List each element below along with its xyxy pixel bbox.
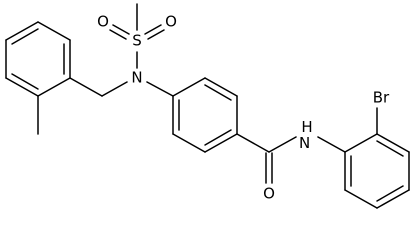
bond — [11, 73, 39, 90]
molecule-diagram: S O O N N H O Br — [5, 3, 410, 209]
bond — [112, 24, 130, 35]
amide-nh-label: N H — [299, 118, 315, 152]
bond — [109, 29, 127, 40]
bond — [204, 84, 232, 101]
atom-labels: S O O N N H O Br — [97, 13, 390, 203]
bond — [204, 77, 238, 97]
bond — [236, 133, 270, 153]
bond — [37, 77, 71, 97]
bond — [376, 185, 404, 202]
amide-h-label: H — [301, 118, 312, 136]
bromine-atom-label: Br — [373, 89, 390, 107]
bond — [344, 189, 378, 209]
amide-n-label: N — [299, 134, 310, 152]
structure-svg: S O O N N H O Br — [5, 3, 410, 209]
bond — [376, 133, 410, 153]
bond — [5, 21, 39, 41]
bond — [5, 77, 39, 97]
bonds — [5, 3, 410, 209]
bond — [317, 136, 346, 153]
bond — [101, 81, 128, 97]
bond — [172, 133, 206, 153]
bond — [146, 81, 174, 97]
bond — [204, 133, 238, 153]
bond — [11, 28, 39, 45]
bond — [376, 140, 404, 157]
bond — [69, 77, 103, 97]
carbonyl-oxygen-label: O — [263, 185, 275, 203]
bond — [376, 189, 410, 209]
oxygen-atom-label-top: O — [165, 13, 177, 31]
bond — [344, 133, 378, 153]
sulfur-atom-label: S — [132, 32, 142, 50]
nitrogen-atom-label: N — [131, 69, 142, 87]
oxygen-atom-label-left: O — [97, 13, 109, 31]
bond — [172, 77, 206, 97]
bond — [37, 21, 71, 41]
bond — [204, 129, 232, 146]
bond — [147, 29, 165, 40]
bond — [268, 136, 297, 153]
bond — [144, 24, 162, 35]
